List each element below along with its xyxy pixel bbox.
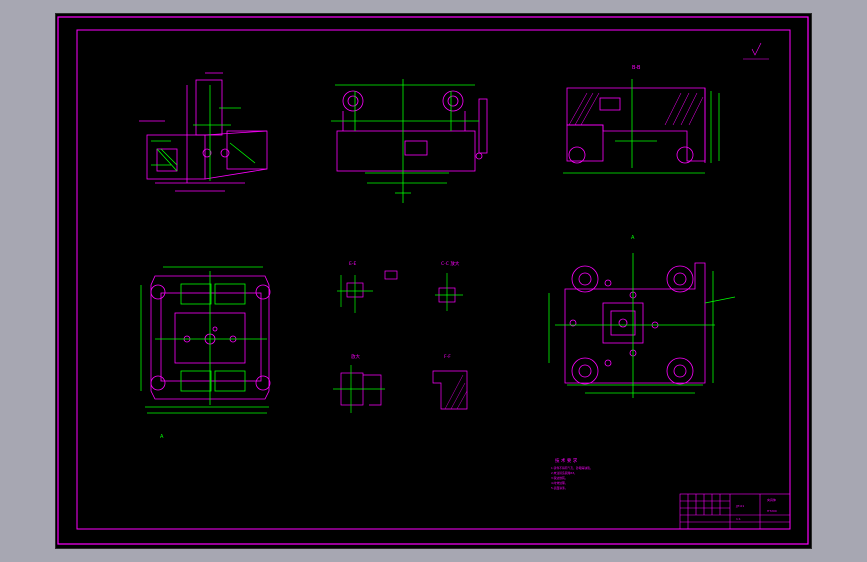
detail-view-c: C-C 放大 [435, 260, 463, 311]
svg-text:夹具体: 夹具体 [767, 497, 776, 502]
svg-text:A: A [631, 235, 635, 241]
cad-drawing-viewport[interactable]: B-B [55, 13, 812, 549]
detail-view-e: E-E [337, 261, 398, 313]
section-view-b: B-B [563, 65, 720, 174]
svg-text:技 术 要 求: 技 术 要 求 [555, 457, 578, 464]
plan-view-left: A [140, 266, 271, 440]
section-b-label: B-B [632, 65, 641, 71]
outer-frame [57, 16, 809, 545]
svg-text:2.未注铸造圆角R3。: 2.未注铸造圆角R3。 [551, 471, 577, 475]
svg-text:HT200: HT200 [767, 509, 777, 513]
technical-requirements: 技 术 要 求 1.铸件不得有气孔、砂眼等缺陷。 2.未注铸造圆角R3。 3.锐… [551, 457, 593, 490]
title-block: JJT-01 夹具体 HT200 1:1 [679, 493, 791, 530]
side-view-left [139, 72, 268, 192]
svg-text:3.锐边倒钝。: 3.锐边倒钝。 [551, 476, 568, 480]
svg-text:C-C 放大: C-C 放大 [441, 260, 460, 267]
inner-frame [76, 29, 791, 530]
drawing-canvas[interactable]: B-B [55, 13, 812, 549]
front-view-middle [331, 79, 488, 203]
detail-view-f: F-F [432, 354, 468, 410]
svg-text:1:1: 1:1 [736, 517, 741, 521]
plan-view-label: A [160, 434, 164, 440]
svg-text:E-E: E-E [349, 261, 356, 267]
svg-text:F-F: F-F [444, 354, 451, 360]
svg-text:4.时效处理。: 4.时效处理。 [551, 481, 568, 485]
roughness-symbol [743, 42, 769, 60]
svg-text:JJT-01: JJT-01 [735, 504, 744, 508]
svg-text:1.铸件不得有气孔、砂眼等缺陷。: 1.铸件不得有气孔、砂眼等缺陷。 [551, 466, 593, 470]
top-view-right: A [548, 235, 736, 398]
detail-view-d: 放大 [333, 353, 385, 413]
svg-text:5.表面涂漆。: 5.表面涂漆。 [551, 486, 568, 490]
svg-text:放大: 放大 [351, 353, 360, 360]
